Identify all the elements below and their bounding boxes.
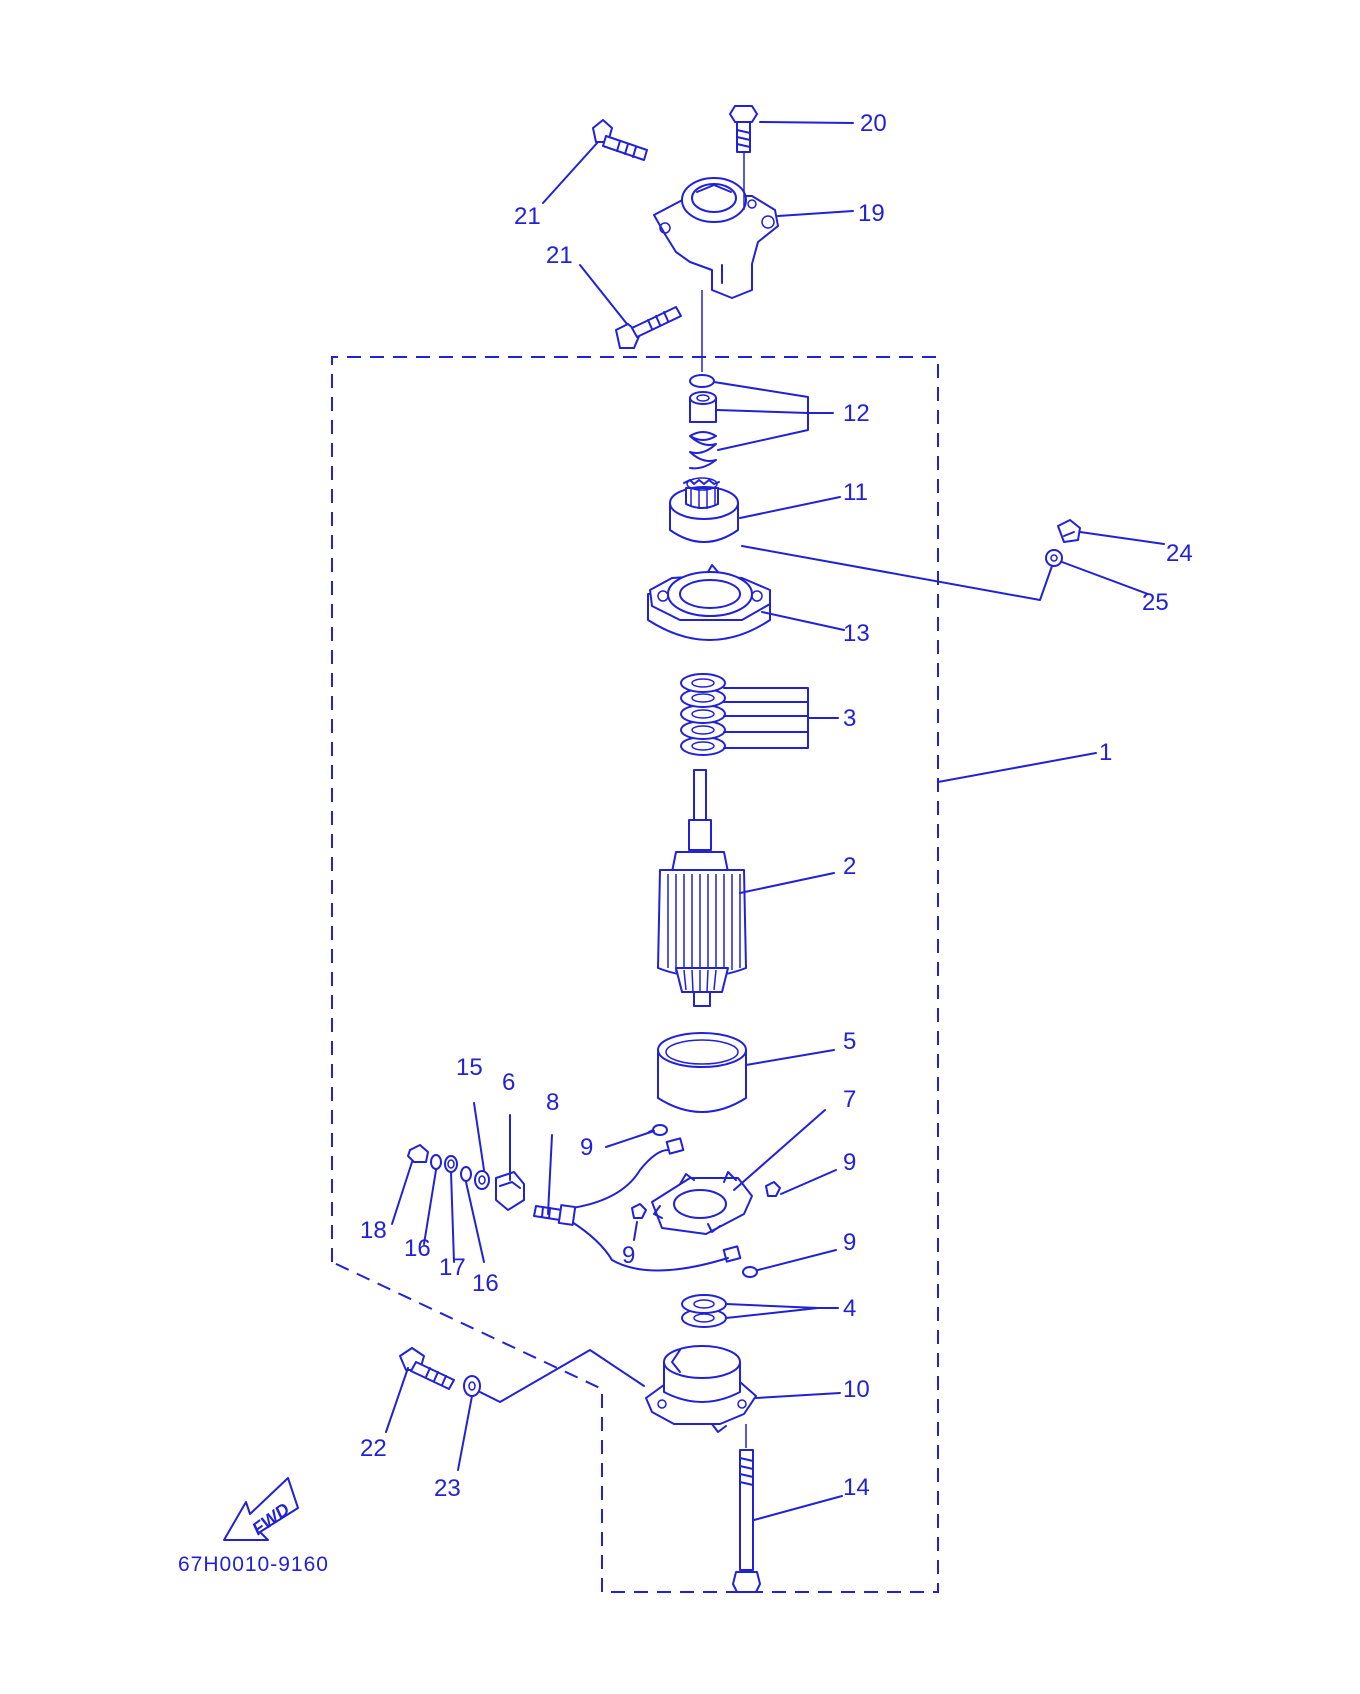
callout-11: 11 bbox=[843, 479, 868, 506]
part-9-terminal-a bbox=[648, 1124, 668, 1136]
part-16-washer-a bbox=[430, 1154, 442, 1170]
part-25-washer bbox=[1045, 549, 1063, 567]
callout-15: 15 bbox=[456, 1054, 483, 1081]
part-9-nut-b bbox=[765, 1181, 781, 1197]
callout-8: 8 bbox=[546, 1089, 559, 1116]
part-7-brush-holder bbox=[651, 1137, 753, 1263]
callout-21-a: 21 bbox=[514, 203, 541, 230]
part-8-terminal-bolt bbox=[533, 1204, 577, 1226]
part-9-nut-c bbox=[631, 1203, 647, 1219]
callout-9-b: 9 bbox=[843, 1149, 856, 1176]
part-18-nut bbox=[407, 1144, 429, 1163]
callout-9-a: 9 bbox=[580, 1134, 593, 1161]
callout-19: 19 bbox=[858, 200, 885, 227]
assembly-boundary bbox=[331, 356, 939, 1593]
part-21-bolt-lower bbox=[615, 306, 682, 349]
callout-5: 5 bbox=[843, 1028, 856, 1055]
callout-3: 3 bbox=[843, 705, 856, 732]
callout-7: 7 bbox=[843, 1086, 856, 1113]
callout-6: 6 bbox=[502, 1069, 515, 1096]
part-14-through-bolt bbox=[732, 1424, 761, 1593]
callout-labels: 1 2 3 4 5 6 7 8 9 9 9 9 10 11 12 13 14 1… bbox=[360, 110, 1193, 1502]
callout-18: 18 bbox=[360, 1217, 387, 1244]
part-5-yoke bbox=[657, 1032, 747, 1113]
callout-14: 14 bbox=[843, 1474, 870, 1501]
callout-20: 20 bbox=[860, 110, 887, 137]
callout-23: 23 bbox=[434, 1475, 461, 1502]
part-11-pinion bbox=[669, 477, 739, 543]
fwd-arrow-icon: FWD bbox=[223, 1477, 299, 1541]
part-12-set bbox=[689, 374, 717, 470]
centre-axis-top bbox=[701, 153, 745, 372]
wire-lower bbox=[571, 1221, 729, 1272]
part-19-bracket bbox=[653, 177, 779, 299]
callout-21-b: 21 bbox=[546, 242, 573, 269]
part-17-washer bbox=[444, 1155, 458, 1173]
callout-9-d: 9 bbox=[843, 1229, 856, 1256]
callout-4: 4 bbox=[843, 1295, 856, 1322]
part-21-bolt-upper bbox=[592, 119, 648, 161]
drawing-code: 67H0010-9160 bbox=[178, 1553, 329, 1576]
callout-16-b: 16 bbox=[472, 1270, 499, 1297]
part-3-washers bbox=[680, 673, 726, 756]
part-22-bolt bbox=[399, 1347, 455, 1390]
callout-2: 2 bbox=[843, 853, 856, 880]
part-2-armature bbox=[657, 769, 747, 1007]
part-23-washer bbox=[463, 1375, 481, 1397]
callout-9-c: 9 bbox=[622, 1242, 635, 1269]
part-24-screw bbox=[1057, 519, 1081, 543]
wire-upper bbox=[571, 1149, 669, 1209]
part-10-rear-cover bbox=[645, 1345, 757, 1433]
part-15-washer bbox=[474, 1170, 490, 1190]
part-4-washers bbox=[681, 1294, 727, 1328]
part-6-brush bbox=[495, 1171, 525, 1211]
callout-22: 22 bbox=[360, 1435, 387, 1462]
callout-16-a: 16 bbox=[404, 1235, 431, 1262]
callout-25: 25 bbox=[1142, 589, 1169, 616]
callout-13: 13 bbox=[843, 620, 870, 647]
part-13-front-cover bbox=[647, 564, 771, 641]
callout-10: 10 bbox=[843, 1376, 870, 1403]
part-16-washer-b bbox=[460, 1166, 472, 1182]
part-20-bolt bbox=[729, 105, 758, 153]
callout-17: 17 bbox=[439, 1254, 466, 1281]
part-9-terminal-d bbox=[742, 1266, 758, 1278]
callout-24: 24 bbox=[1166, 540, 1193, 567]
callout-12: 12 bbox=[843, 400, 870, 427]
callout-1: 1 bbox=[1099, 739, 1112, 766]
leader-lines bbox=[385, 121, 1165, 1521]
